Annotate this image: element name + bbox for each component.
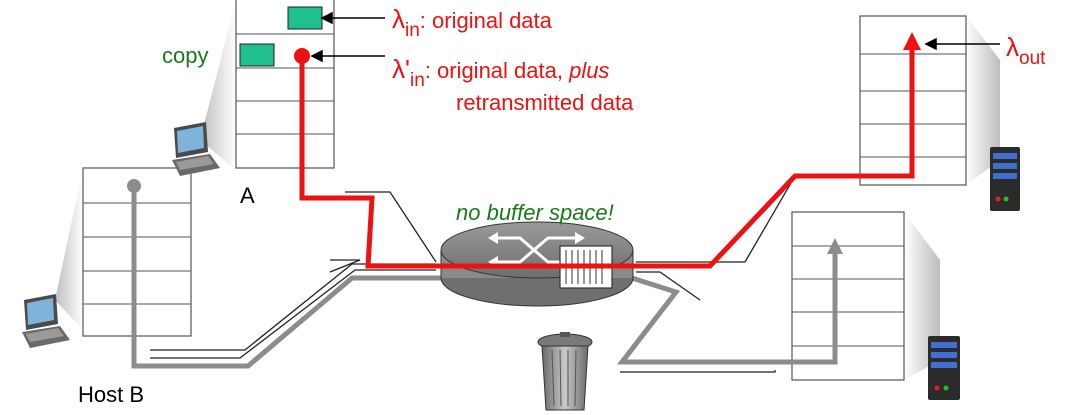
trash-can-icon [537, 332, 593, 411]
host-a-flow-arrow [903, 32, 921, 50]
laptop-b-icon [22, 294, 70, 348]
server-bottom-icon [928, 336, 960, 400]
retransmitted-data-label: retransmitted data [456, 90, 634, 115]
copy-packet [239, 43, 275, 67]
copy-label: copy [162, 43, 208, 68]
lambda-out-label: λout [1006, 32, 1046, 69]
host-a-flow-start [294, 48, 310, 64]
original-packet [287, 6, 323, 30]
host-a-cone [200, 0, 236, 170]
host-b-buffer [82, 167, 192, 337]
host-b-flow-start [127, 179, 141, 193]
laptop-a-icon [172, 122, 220, 176]
host-b-cone [55, 168, 83, 330]
receiver-bottom-buffer [791, 211, 905, 381]
receiver-top-group [859, 15, 1020, 211]
receiver-bottom-group [791, 211, 960, 400]
host-a-flow [299, 48, 915, 269]
host-b-group: Host B [22, 167, 192, 407]
label-arrows [310, 11, 1000, 63]
receiver-top-cone [966, 16, 1000, 185]
lambda-in-prime-label: λ'in: original data, plus [392, 54, 609, 91]
host-a-group: copy A [162, 0, 335, 208]
lambda-in-label: λin: original data [392, 4, 553, 41]
host-a-label: A [240, 183, 255, 208]
host-b-flow-arrow [827, 238, 843, 254]
server-top-icon [990, 147, 1020, 211]
host-b-label: Host B [78, 382, 144, 407]
no-buffer-space-label: no buffer space! [456, 200, 614, 225]
